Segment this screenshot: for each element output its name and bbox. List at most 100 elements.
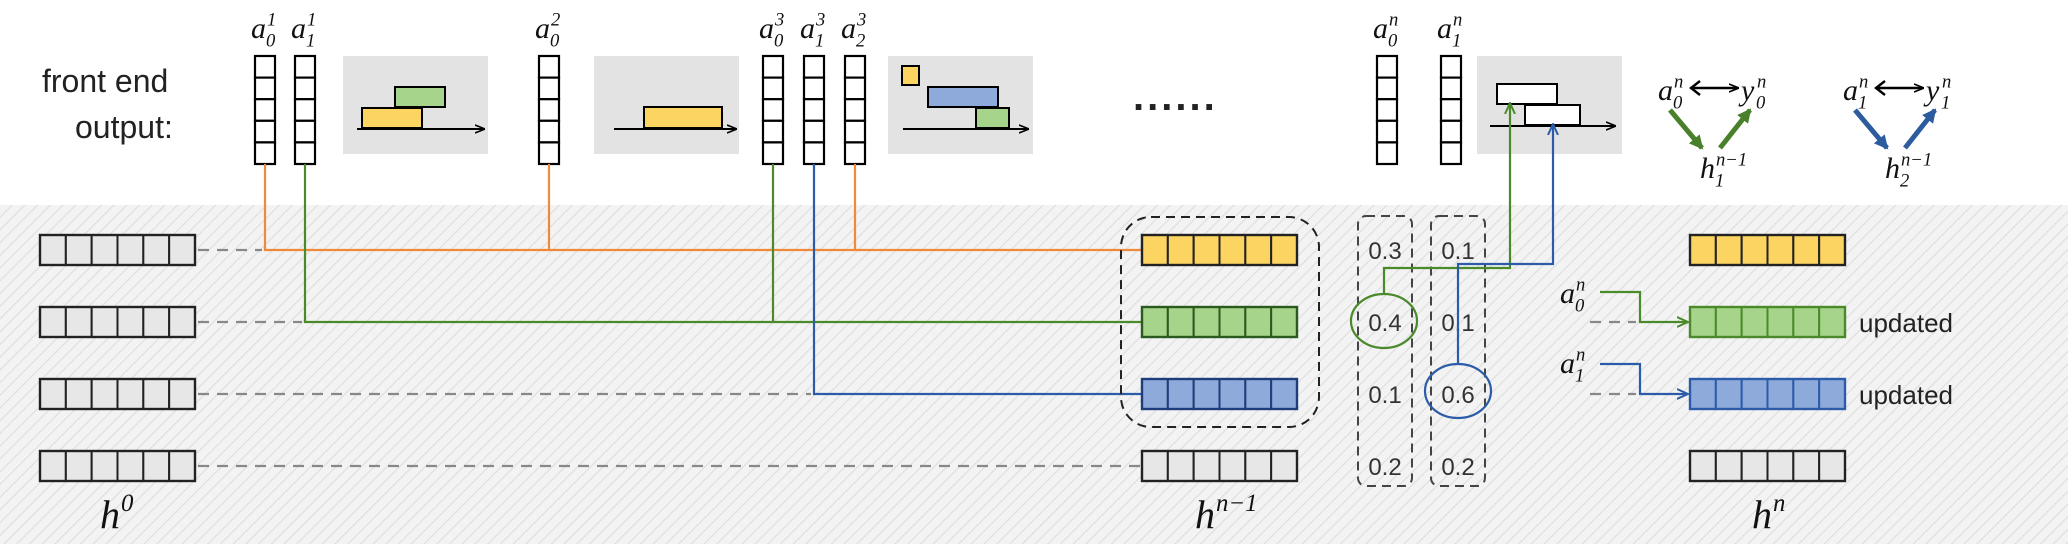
selected-slots-group (1120, 216, 1320, 428)
ellipsis: ...... (1133, 75, 1218, 119)
timeline-marker-yellow (901, 65, 920, 86)
column-label-a0_n-base: a (1373, 12, 1388, 45)
input-label-a1n-sup: n (1576, 344, 1585, 365)
memory-cell (142, 306, 171, 338)
memory-cell (1270, 306, 1298, 338)
memory-cell (1141, 306, 1169, 338)
vector-cell (293, 141, 317, 166)
timeline-bar-yellow (361, 107, 423, 129)
vector-cell (1439, 98, 1463, 122)
timeline-panel-1 (343, 56, 488, 154)
input-label-a1n-base: a (1560, 347, 1575, 380)
memory-cell (1818, 306, 1846, 338)
column-label-a0_1-base: a (251, 12, 266, 45)
column-label-a0_1-sup: 1 (267, 9, 276, 30)
input-arrows (1590, 290, 1687, 394)
memory-cell (1192, 378, 1221, 410)
memory-cell (1818, 378, 1846, 410)
vector-cell (1375, 54, 1399, 79)
input-label-a0n-sup: n (1576, 274, 1585, 295)
column-label-a0_1-sub: 0 (266, 30, 276, 51)
column-vector-a0_3 (761, 54, 785, 166)
memory-cell (64, 450, 93, 482)
vector-cell (253, 141, 277, 166)
score-column-2-frame (1430, 215, 1486, 487)
column-vector-a1_n (1439, 54, 1463, 166)
relation-a-label-base: a (1843, 74, 1858, 107)
orange-connections (263, 164, 1141, 252)
memory-cell (142, 450, 171, 482)
label-hn-base: h (1752, 492, 1772, 537)
memory-row-hn1-blue (1140, 377, 1299, 411)
vector-cell (843, 119, 867, 144)
memory-cell (1166, 306, 1195, 338)
memory-cell (1166, 234, 1195, 266)
memory-cell (1270, 450, 1298, 482)
vector-cell (537, 119, 561, 144)
vector-cell (843, 98, 867, 122)
memory-row-h0-0 (38, 233, 197, 267)
relation-h-label-sup: n−1 (1901, 149, 1932, 170)
gray-dashed-connections (198, 248, 1141, 468)
relation-arrow-a-to-h (1853, 108, 1889, 150)
vector-cell (537, 98, 561, 122)
vector-cell (802, 76, 826, 101)
front-end-label-line1: front end (42, 63, 168, 99)
column-label-a1_n-sup: n (1453, 9, 1462, 30)
column-label-a0_2-sup: 2 (551, 9, 560, 30)
memory-cell (39, 306, 67, 338)
relation-a-label-sup: n (1674, 71, 1683, 92)
blue-connections (812, 164, 1141, 396)
column-label-a1_n-base: a (1437, 12, 1452, 45)
column-label-a0_3-sup: 3 (774, 9, 784, 30)
score-value: 0.1 (1368, 382, 1401, 409)
memory-cell (1766, 234, 1795, 266)
vector-cell (802, 119, 826, 144)
timeline-panel-2 (594, 56, 739, 154)
vector-cell (843, 76, 867, 101)
column-label-a2_3-base: a (841, 12, 856, 45)
relation-arrowhead-left (1874, 80, 1886, 96)
memory-row-border (1140, 449, 1299, 483)
memory-cell (1740, 450, 1769, 482)
memory-row-border (38, 449, 197, 483)
relation-arrow-a-to-h (1668, 108, 1704, 150)
label-hn-minus-1-sup: n−1 (1216, 490, 1258, 517)
column-vector-a1_3 (802, 54, 826, 166)
column-label-a0_3-sub: 0 (774, 30, 784, 51)
memory-cell (1689, 450, 1717, 482)
vector-cell (537, 54, 561, 79)
memory-row-border (1140, 377, 1299, 411)
memory-cell (1218, 378, 1247, 410)
vector-cell (293, 54, 317, 79)
memory-row-border (1688, 233, 1847, 267)
memory-row-h0-1 (38, 305, 197, 339)
vector-cell (537, 76, 561, 101)
timeline-bar-green (975, 107, 1010, 129)
score-values: 0.30.40.10.20.10.10.60.2 (1368, 238, 1474, 481)
timeline-bar-yellow (643, 106, 723, 129)
timeline-bar-empty-bottom (1524, 104, 1581, 126)
timeline-bar-empty-top (1496, 83, 1558, 105)
memory-cell (1218, 234, 1247, 266)
column-label-a0_3-base: a (759, 12, 774, 45)
memory-cell (1792, 378, 1821, 410)
memory-cell (39, 234, 67, 266)
vector-cell (1375, 98, 1399, 122)
memory-row-border (1688, 377, 1847, 411)
blue-score-arrow (1456, 125, 1553, 364)
memory-cell (1141, 378, 1169, 410)
relation-h-label-base: h (1700, 152, 1715, 185)
relation-a-label-base: a (1658, 74, 1673, 107)
vector-cell (761, 54, 785, 79)
relation-y-label-sub: 1 (1941, 92, 1950, 113)
